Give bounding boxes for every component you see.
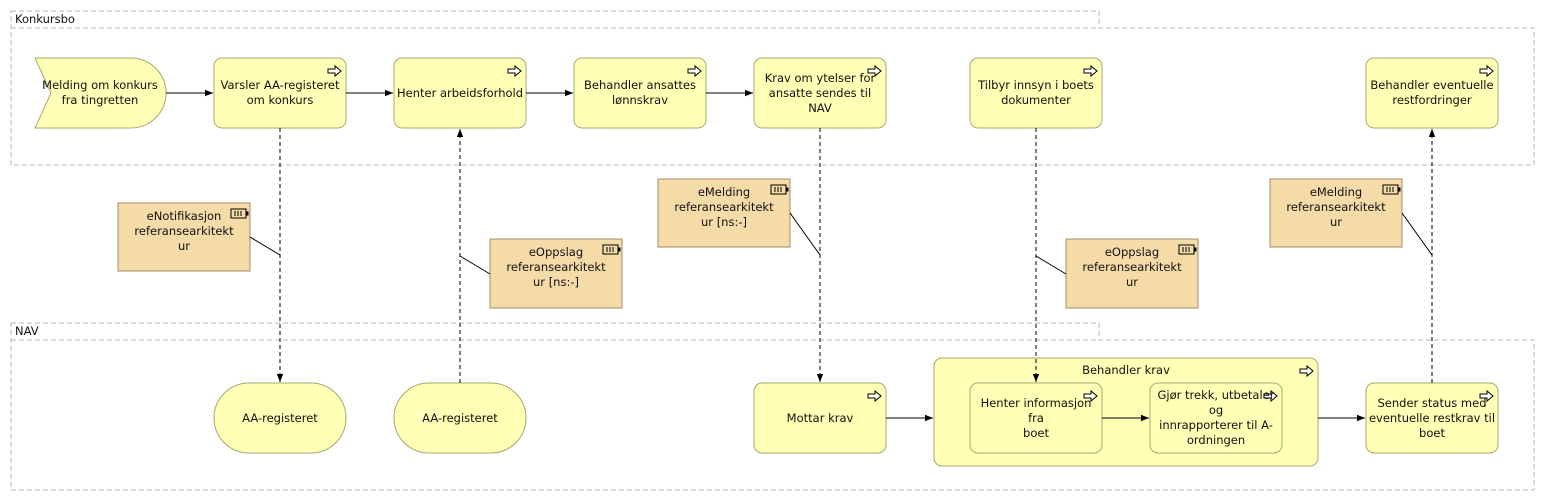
application-interface-icon (602, 244, 621, 255)
interface-emelding-2-box[interactable] (1269, 178, 1403, 248)
assoc-enotifikasjon (249, 236, 281, 256)
process-arrow-icon (507, 64, 522, 78)
group-nav-frame (10, 322, 1535, 491)
interface-emelding-1-box[interactable] (657, 178, 791, 248)
interface-emelding-2-label: eMelding referansearkitekt ur (1286, 184, 1386, 229)
process-behandler-rest-label: Behandler eventuelle restfordringer (1370, 78, 1494, 107)
service-aa-registeret-1-shape[interactable] (213, 382, 347, 454)
interface-enotifikasjon-box[interactable] (117, 202, 251, 272)
process-arrow-icon (1299, 364, 1314, 378)
process-arrow-icon (1083, 389, 1098, 403)
behandler-krav-label: Behandler krav (1082, 362, 1170, 377)
event-melding-label: Melding om konkurs fra tingretten (42, 78, 158, 107)
process-arrow-icon (1479, 64, 1494, 78)
assoc-emelding-1 (789, 212, 821, 256)
process-gjor-trekk-box[interactable] (1149, 382, 1283, 454)
process-mottar-krav-label: Mottar krav (786, 410, 854, 425)
interface-eoppslag-1-label: eOppslag referansearkitekt ur [ns:-] (506, 244, 606, 289)
interface-emelding-1-label: eMelding referansearkitekt ur [ns:-] (674, 184, 774, 229)
process-behandler-lonn-label: Behandler ansattes lønnskrav (583, 78, 696, 107)
assoc-emelding-2 (1401, 212, 1433, 256)
group-konkursbo-label: Konkursbo (15, 12, 75, 26)
application-interface-icon (770, 184, 789, 195)
process-arrow-icon (327, 64, 342, 78)
process-gjor-trekk-label: Gjør trekk, utbetaler og innrapporterer … (1157, 388, 1275, 447)
group-konkursbo-frame (10, 10, 1535, 166)
process-arrow-icon (867, 389, 882, 403)
process-arrow-icon (1479, 389, 1494, 403)
process-arrow-icon (1263, 389, 1278, 403)
application-interface-icon (1382, 184, 1401, 195)
application-interface-icon (230, 208, 249, 219)
process-tilbyr-innsyn-label: Tilbyr innsyn i boets dokumenter (978, 78, 1094, 107)
service-aa-registeret-2-label: AA-registeret (422, 410, 498, 425)
process-henter-info-label: Henter informasjon fra boet (980, 395, 1092, 440)
interface-eoppslag-2-box[interactable] (1065, 238, 1199, 309)
process-krav-ytelser-label: Krav om ytelser for ansatte sendes til N… (764, 70, 876, 115)
group-nav-label: NAV (15, 324, 39, 338)
process-arrow-icon (867, 64, 882, 78)
interface-eoppslag-1-box[interactable] (489, 238, 623, 309)
process-henter-arbeid-label: Henter arbeidsforhold (396, 85, 524, 100)
process-arrow-icon (1083, 64, 1098, 78)
assoc-eoppslag-1 (459, 255, 491, 275)
process-behandler-rest-box[interactable] (1365, 57, 1499, 129)
event-melding-shape[interactable] (34, 57, 167, 129)
process-varsler-label: Varsler AA-registeret om konkurs (220, 78, 340, 107)
application-interface-icon (1178, 244, 1197, 255)
interface-eoppslag-2-label: eOppslag referansearkitekt ur (1082, 244, 1182, 289)
service-aa-registeret-1-label: AA-registeret (242, 410, 318, 425)
assoc-eoppslag-2 (1035, 255, 1067, 275)
process-arrow-icon (687, 64, 702, 78)
process-sender-status-label: Sender status med eventuelle restkrav ti… (1368, 395, 1496, 440)
interface-enotifikasjon-label: eNotifikasjon referansearkitekt ur (134, 208, 234, 253)
